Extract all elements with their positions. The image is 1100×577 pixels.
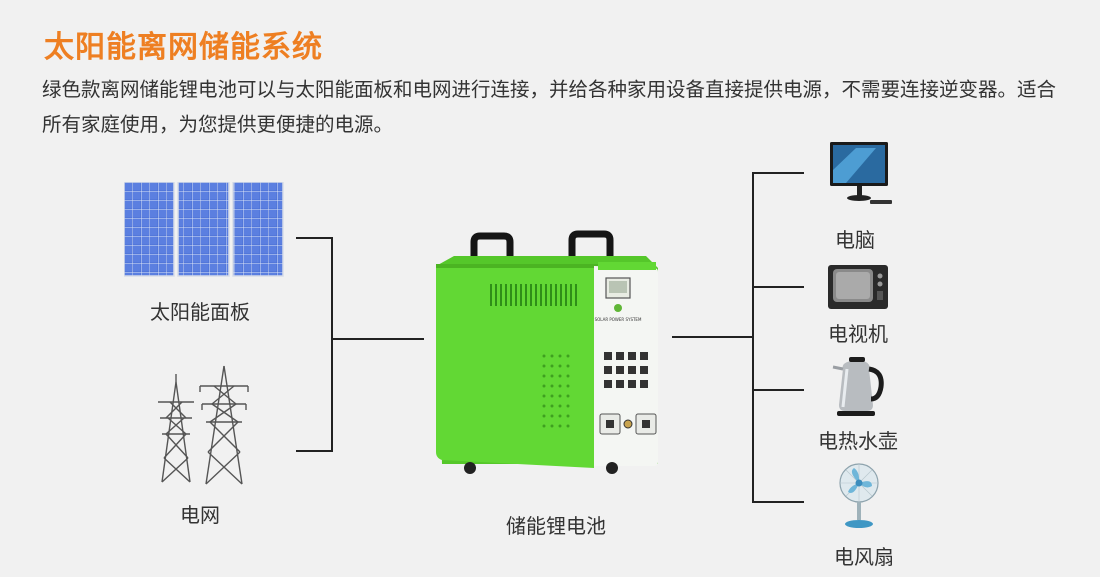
- page-description: 绿色款离网储能锂电池可以与太阳能面板和电网进行连接，并给各种家用设备直接提供电源…: [42, 78, 1057, 136]
- solar-panel-icon: [124, 182, 284, 277]
- grid-label: 电网: [180, 503, 220, 527]
- output-label-fan: 电风扇: [834, 545, 894, 569]
- page-title: 太阳能离网储能系统: [44, 30, 323, 65]
- output-label-computer: 电脑: [835, 228, 875, 252]
- battery-unit-icon: SOLAR POWER SYSTEM: [436, 230, 658, 474]
- output-label-tv: 电视机: [828, 322, 888, 346]
- computer-monitor-icon: [830, 142, 892, 204]
- battery-label: 储能锂电池: [506, 514, 606, 538]
- electric-kettle-icon: [832, 357, 884, 416]
- solar-panel-label: 太阳能面板: [150, 300, 250, 324]
- battery-device-text: SOLAR POWER SYSTEM: [595, 317, 642, 322]
- output-label-kettle: 电热水壶: [818, 429, 898, 453]
- television-icon: [828, 265, 888, 309]
- power-tower-icon: [158, 365, 249, 485]
- electric-fan-icon: [839, 463, 879, 528]
